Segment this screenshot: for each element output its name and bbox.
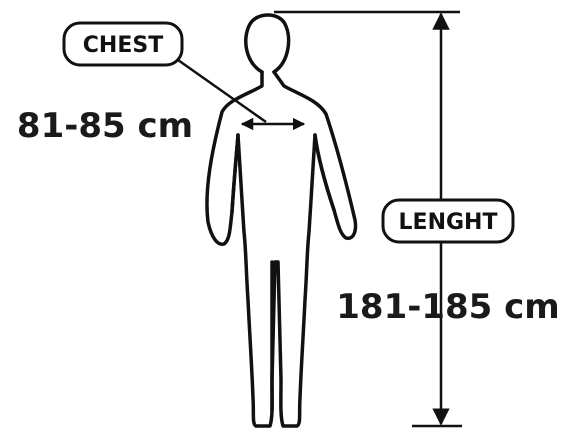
- right-arm-inner-line: [315, 135, 334, 210]
- length-label: LENGHT: [399, 210, 498, 235]
- left-arm-inner-line: [232, 135, 238, 212]
- length-value: 181-185 cm: [336, 287, 559, 327]
- chest-label: CHEST: [83, 33, 163, 58]
- chest-value: 81-85 cm: [17, 106, 193, 146]
- body-silhouette: [207, 15, 356, 426]
- head-outline: [246, 15, 289, 72]
- length-measurement: LENGHT 181-185 cm: [274, 12, 560, 426]
